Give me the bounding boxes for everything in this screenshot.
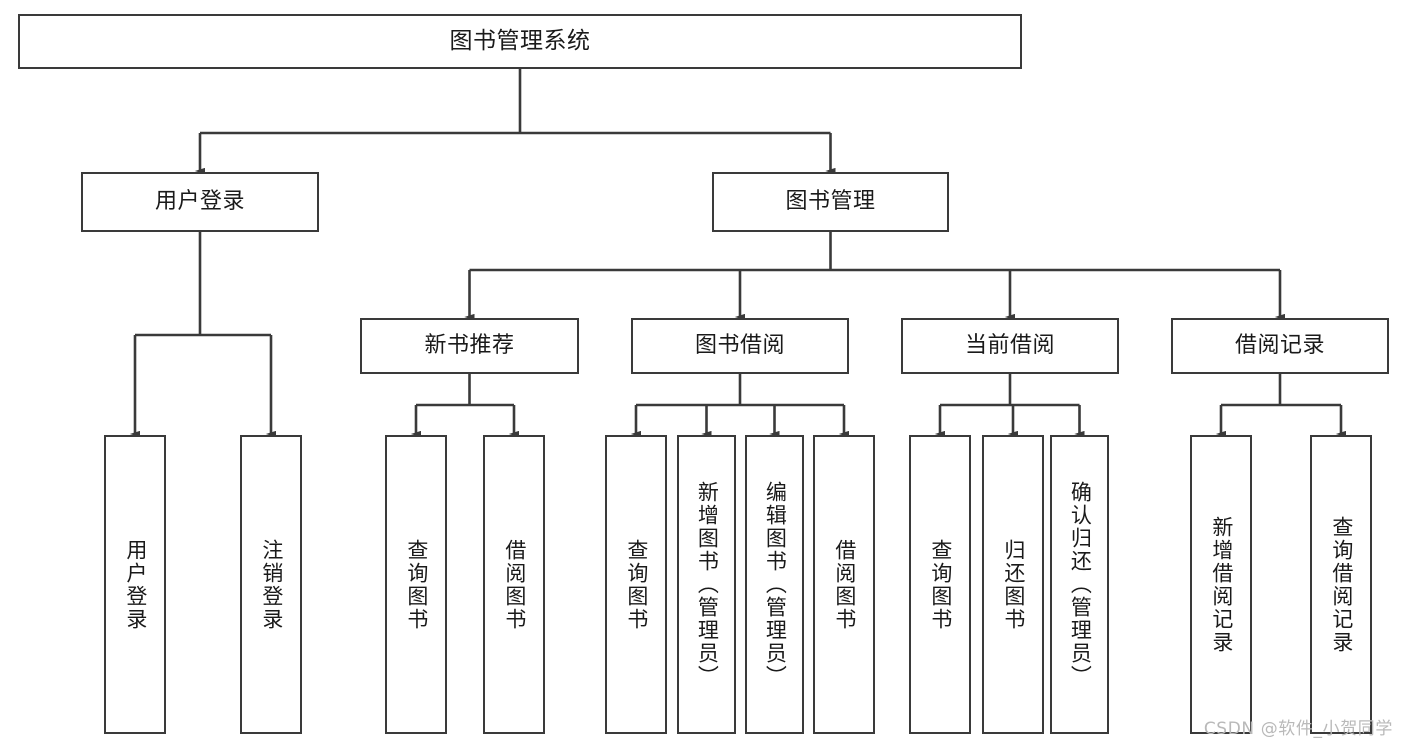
leaf-query-book-borrow[interactable]: 查询图书 bbox=[605, 435, 667, 734]
node-label: 新增图书（管理员） bbox=[695, 481, 720, 688]
leaf-return-book[interactable]: 归还图书 bbox=[982, 435, 1044, 734]
node-user-login[interactable]: 用户登录 bbox=[81, 172, 319, 232]
node-label: 借阅记录 bbox=[1234, 333, 1325, 359]
node-new-book-recommend[interactable]: 新书推荐 bbox=[360, 318, 579, 374]
node-book-borrow[interactable]: 图书借阅 bbox=[631, 318, 849, 374]
node-label: 图书管理系统 bbox=[449, 28, 591, 55]
leaf-query-book-current[interactable]: 查询图书 bbox=[909, 435, 971, 734]
node-label: 当前借阅 bbox=[964, 333, 1055, 359]
node-label: 查询图书 bbox=[624, 538, 649, 631]
leaf-user-login[interactable]: 用户登录 bbox=[104, 435, 166, 734]
node-label: 查询图书 bbox=[928, 538, 953, 631]
leaf-logout[interactable]: 注销登录 bbox=[240, 435, 302, 734]
leaf-add-borrow-record[interactable]: 新增借阅记录 bbox=[1190, 435, 1252, 734]
node-label: 用户登录 bbox=[154, 189, 245, 215]
node-label: 借阅图书 bbox=[502, 538, 527, 631]
node-borrow-record[interactable]: 借阅记录 bbox=[1171, 318, 1389, 374]
node-label: 借阅图书 bbox=[832, 538, 857, 631]
leaf-borrow-book-newbook[interactable]: 借阅图书 bbox=[483, 435, 545, 734]
node-label: 图书借阅 bbox=[694, 333, 785, 359]
leaf-query-borrow-record[interactable]: 查询借阅记录 bbox=[1310, 435, 1372, 734]
node-label: 确认归还（管理员） bbox=[1068, 481, 1093, 688]
node-book-management[interactable]: 图书管理 bbox=[712, 172, 949, 232]
node-root[interactable]: 图书管理系统 bbox=[18, 14, 1022, 69]
watermark-text: CSDN @软件_小贺同学 bbox=[1203, 719, 1393, 739]
node-label: 归还图书 bbox=[1001, 538, 1026, 631]
leaf-add-book-admin[interactable]: 新增图书（管理员） bbox=[677, 435, 736, 734]
leaf-confirm-return-admin[interactable]: 确认归还（管理员） bbox=[1050, 435, 1109, 734]
node-label: 编辑图书（管理员） bbox=[763, 481, 788, 688]
node-current-borrow[interactable]: 当前借阅 bbox=[901, 318, 1119, 374]
node-label: 新书推荐 bbox=[424, 333, 515, 359]
node-label: 新增借阅记录 bbox=[1209, 515, 1234, 654]
node-label: 查询图书 bbox=[404, 538, 429, 631]
leaf-borrow-book-borrow[interactable]: 借阅图书 bbox=[813, 435, 875, 734]
node-label: 查询借阅记录 bbox=[1329, 515, 1354, 654]
leaf-edit-book-admin[interactable]: 编辑图书（管理员） bbox=[745, 435, 804, 734]
node-label: 图书管理 bbox=[785, 189, 876, 215]
node-label: 注销登录 bbox=[259, 538, 284, 631]
node-label: 用户登录 bbox=[123, 538, 148, 631]
leaf-query-book-newbook[interactable]: 查询图书 bbox=[385, 435, 447, 734]
